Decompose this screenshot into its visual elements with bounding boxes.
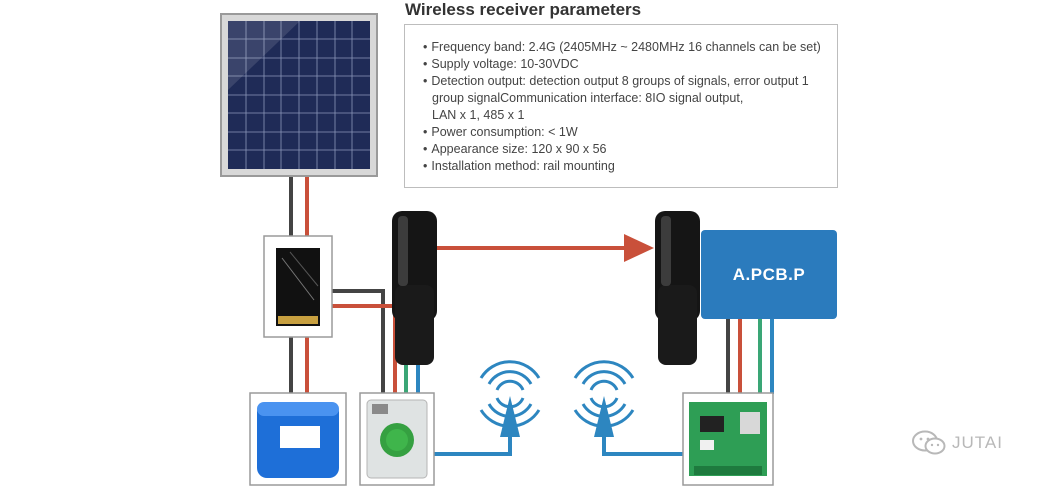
wire-ctrl-red [330,304,397,394]
controller-box: A.PCB.P [701,230,837,319]
beam-sensor-icon [655,211,700,365]
charge-controller-icon [263,235,333,338]
wireless-signal-icon [573,360,635,437]
wireless-receiver-board-icon [682,392,774,486]
beam-sensor-icon [392,211,437,365]
wechat-logo-icon [912,430,946,455]
param-installation: Installation method: rail mounting [423,158,827,175]
parameters-title: Wireless receiver parameters [405,0,642,19]
wireless-signal-icon [479,360,541,437]
parameters-list: Frequency band: 2.4G (2405MHz ~ 2480MHz … [423,39,827,175]
controller-label: A.PCB.P [732,264,806,284]
wireless-transmitter-icon [359,392,435,486]
watermark-text: JUTAI [952,433,1003,452]
parameters-panel: Frequency band: 2.4G (2405MHz ~ 2480MHz … [404,24,838,188]
battery-pack-icon [249,392,347,486]
param-supply-voltage: Supply voltage: 10-30VDC [423,56,827,73]
param-detection-output: Detection output: detection output 8 gro… [423,73,827,124]
wire-signal-left [432,437,512,456]
param-power-consumption: Power consumption: < 1W [423,124,827,141]
beam-arrow [437,234,654,262]
param-frequency: Frequency band: 2.4G (2405MHz ~ 2480MHz … [423,39,827,56]
wire-ctrl-dark [330,289,385,394]
watermark: JUTAI [912,430,1003,456]
solar-panel-icon [220,13,378,177]
wire-signal-right [602,437,684,456]
param-appearance-size: Appearance size: 120 x 90 x 56 [423,141,827,158]
